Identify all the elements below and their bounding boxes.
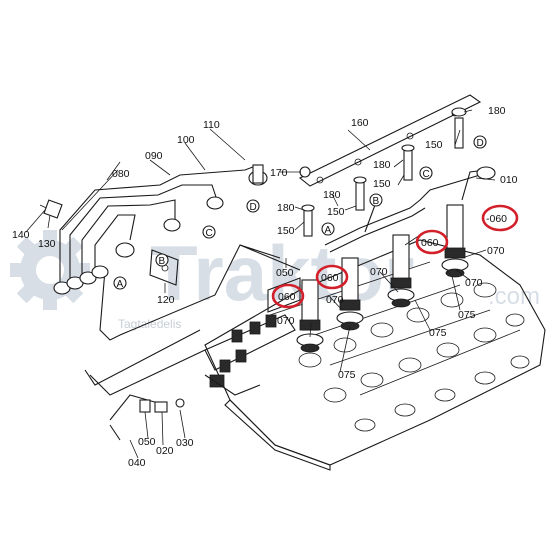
callout-a-left: A [117,279,124,290]
part-110: 110 [203,119,220,131]
highlight-060-a [271,283,305,309]
glow-plug-set [252,107,467,237]
part-060-c: 060 [421,237,439,249]
part-180-b: 180 [323,189,341,201]
callout-d-right: D [477,138,484,149]
part-180-a: 180 [277,202,295,214]
part-labels: 010 020 030 040 050 050 060 060 060 -060… [12,105,518,469]
part-090: 090 [145,150,163,162]
part-070-c: 070 [370,266,388,278]
part-170: 170 [270,167,288,179]
part-100: 100 [177,134,195,146]
part-050-mid: 050 [276,267,294,279]
part-010: 010 [500,174,518,186]
part-150-b: 150 [327,206,345,218]
part-070-a: 070 [277,315,295,327]
callout-c-left: C [206,228,213,239]
part-120: 120 [157,294,175,306]
part-020: 020 [156,445,174,457]
part-060-d: -060 [486,213,507,225]
part-075-a: 075 [338,369,356,381]
part-060-b: 060 [321,272,339,284]
part-140: 140 [12,229,30,241]
part-150-d: 150 [425,139,443,151]
callout-a-right: A [325,225,332,236]
fuel-connection [39,199,185,441]
highlight-060-d [481,204,519,232]
highlight-marks [271,204,519,309]
part-180-d: 180 [488,105,506,117]
part-075-c: 075 [458,309,476,321]
part-070-d: 070 [487,245,505,257]
watermark-brand: Traktor [150,229,414,317]
part-150-c: 150 [373,178,391,190]
injector-1 [296,279,324,353]
injection-pump [204,314,296,396]
leak-off-pipe [298,94,482,187]
injection-pipes [53,164,281,396]
part-050-bottom: 050 [138,436,156,448]
injector-lines [324,166,496,253]
callout-c-right: C [423,169,430,180]
watermark-tagline: Tagtaledelis [118,317,181,331]
callout-b-right: B [373,196,380,207]
injector-3 [387,234,415,308]
part-060-a: 060 [278,291,296,303]
part-130: 130 [38,238,56,250]
leader-lines [25,109,496,459]
part-040: 040 [128,457,146,469]
highlight-060-b [315,264,349,290]
part-070-b: 070 [326,294,344,306]
callout-d-left: D [250,202,257,213]
part-150-a: 150 [277,225,295,237]
part-080: 080 [112,168,130,180]
reference-callouts: A B C D A B C D [113,135,487,290]
part-180-c: 180 [373,159,391,171]
injector-4 [441,204,469,278]
highlight-060-c [415,229,449,255]
part-075-b: 075 [429,327,447,339]
callout-b-left: B [159,256,166,267]
part-030: 030 [176,437,194,449]
part-160: 160 [351,117,369,129]
part-070-e: 070 [465,277,483,289]
